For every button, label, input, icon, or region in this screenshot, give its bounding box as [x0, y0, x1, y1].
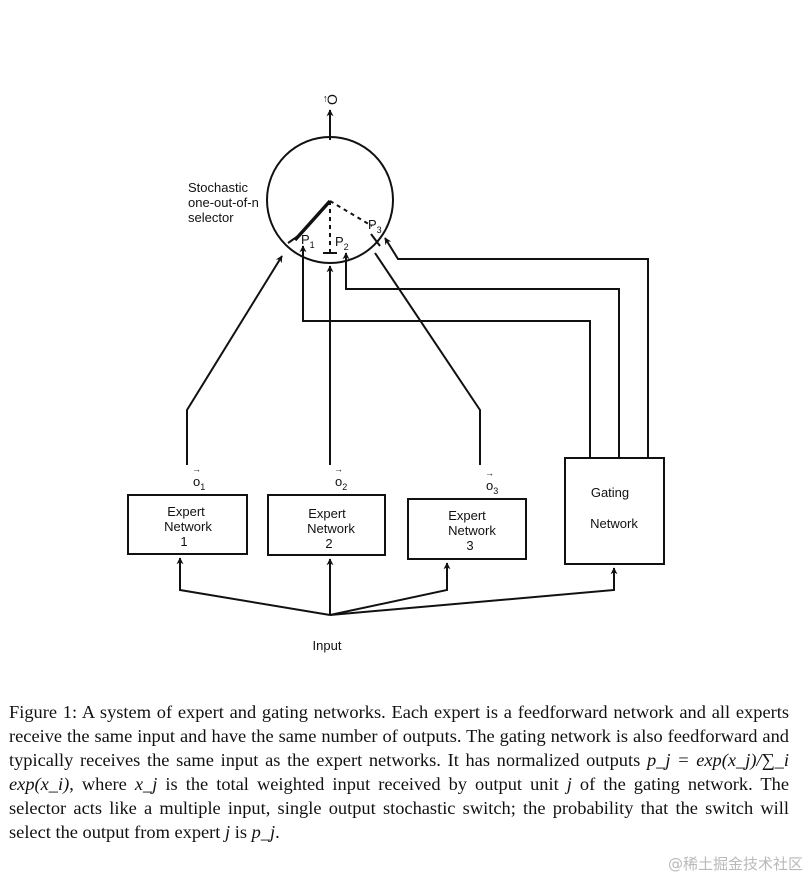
expert-3-label-line2: Network: [448, 523, 496, 538]
expert-gating-diagram: O → Stochastic one-out-of-n selector P1 …: [127, 94, 665, 653]
figure-caption: Figure 1: A system of expert and gating …: [9, 702, 789, 842]
expert-3-label-line3: 3: [466, 538, 473, 553]
svg-text:→: →: [334, 464, 343, 474]
expert-2-label-line1: Expert: [308, 506, 346, 521]
caption-formula: p_j = exp(x_j)/∑_i exp(x_i): [9, 750, 789, 794]
switch-arm: [293, 199, 332, 242]
gating-line-p2: [342, 252, 620, 458]
prob-label-p1: P1: [301, 232, 315, 250]
selector-label-line2: one-out-of-n: [188, 195, 259, 210]
gating-line-p1: [299, 245, 591, 458]
vector-arrow-icon: →: [319, 94, 330, 104]
svg-text:→: →: [485, 468, 494, 478]
expert-network-1-box: [127, 494, 248, 555]
svg-text:o2: o2: [335, 474, 347, 492]
input-to-gating: [329, 567, 618, 616]
watermark: @稀土掘金技术社区: [667, 855, 803, 873]
expert-1-label-line2: Network: [164, 519, 212, 534]
selector-label-line3: selector: [188, 210, 234, 225]
svg-text:o1: o1: [193, 474, 205, 492]
svg-text:o3: o3: [486, 478, 498, 496]
expert-network-2-box: [267, 494, 386, 556]
expert-2-label-line2: Network: [307, 521, 355, 536]
svg-text:→: →: [192, 464, 201, 474]
input-label: Input: [313, 638, 342, 653]
gating-label-line1: Gating: [591, 485, 629, 500]
expert-1-label-line3: 1: [180, 534, 187, 549]
gating-network-box: [564, 457, 665, 565]
expert3-output-line: [374, 252, 481, 465]
tick-p1: [287, 233, 302, 244]
expert-1-label-line1: Expert: [167, 504, 205, 519]
tick-p3: [370, 233, 381, 247]
expert-2-label-line3: 2: [325, 536, 332, 551]
output-label: O →: [319, 94, 340, 105]
dashed-line-p3: [329, 200, 373, 227]
prob-label-p2: P2: [335, 234, 349, 252]
input-to-expert1: [176, 557, 331, 616]
expert1-output-line: [186, 255, 283, 465]
gating-label-line2: Network: [590, 516, 638, 531]
svg-text:O: O: [324, 94, 340, 105]
gating-line-p3: [384, 237, 649, 458]
expert-output-label-2: → o2: [334, 464, 347, 492]
selector-label-line1: Stochastic: [188, 180, 248, 195]
expert-output-label-3: → o3: [485, 468, 498, 496]
expert-output-label-1: → o1: [192, 464, 205, 492]
prob-label-p3: P3: [368, 217, 382, 235]
expert-3-label-line1: Expert: [448, 508, 486, 523]
input-to-expert3: [329, 562, 451, 616]
expert-network-3-box: [407, 498, 527, 560]
